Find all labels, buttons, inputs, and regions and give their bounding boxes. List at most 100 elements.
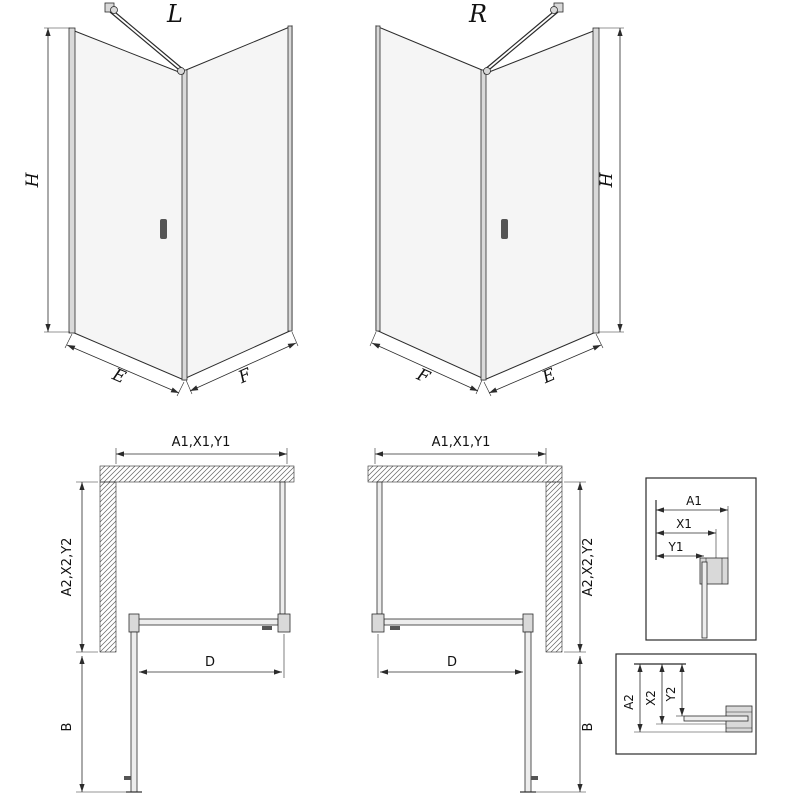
hatch-line — [99, 495, 117, 513]
hatch-line — [441, 465, 459, 483]
wall-section-side — [545, 481, 563, 653]
side-glass-panel — [185, 25, 293, 379]
arrowhead — [538, 451, 546, 457]
ext-line — [64, 333, 73, 349]
hatch-line — [446, 465, 464, 483]
hatch-line — [99, 600, 117, 618]
hatch-line — [545, 545, 563, 563]
hatch-line — [391, 465, 409, 483]
hatch-line — [248, 465, 266, 483]
hatch-line — [545, 635, 563, 653]
arrowhead — [79, 784, 85, 792]
hatch-line — [545, 485, 563, 503]
3d-view-left: H E F L — [23, 0, 299, 397]
arrowhead — [637, 724, 643, 732]
hatch-line — [99, 565, 117, 583]
hatch-line — [456, 465, 474, 483]
door-handle-plan — [390, 626, 400, 630]
arrowhead — [45, 28, 51, 36]
hatch-line — [491, 465, 509, 483]
hatch-line — [551, 471, 563, 483]
arrowhead — [617, 28, 623, 36]
hatch-line — [545, 600, 563, 618]
hatch-line — [401, 465, 419, 483]
arrowhead — [170, 387, 179, 393]
hatch-line — [545, 520, 563, 538]
side-panel-plan — [376, 481, 383, 615]
hatch-line — [153, 465, 171, 483]
ext-line — [185, 379, 193, 395]
hatch-line — [288, 476, 295, 483]
hatch-line — [99, 615, 117, 633]
glass-section — [701, 561, 708, 639]
arrowhead — [577, 644, 583, 652]
plan-view-right: A1,X1,Y1 A2,X2,Y2 D B — [367, 435, 596, 793]
hatch-line — [99, 605, 117, 623]
door-open-plan — [130, 631, 138, 793]
hatch-line — [263, 465, 281, 483]
hatch-line — [99, 620, 117, 638]
hatch-line — [545, 630, 563, 648]
hatch-line — [173, 465, 191, 483]
door-glass-panel — [483, 29, 597, 381]
hatch-line — [198, 465, 216, 483]
hatch-line — [431, 465, 449, 483]
support-bar-joint — [483, 67, 491, 75]
hatch-line — [99, 500, 117, 518]
hatch-line — [183, 465, 201, 483]
hatch-line — [545, 610, 563, 628]
support-bar-joint — [177, 67, 185, 75]
hatch-line — [193, 465, 211, 483]
dim-label-width-combo: A1,X1,Y1 — [432, 435, 491, 450]
hatch-line — [545, 570, 563, 588]
hatch-line — [99, 610, 117, 628]
hatch-line — [546, 466, 563, 483]
hatch-line — [545, 515, 563, 533]
hatch-line — [381, 465, 399, 483]
arrowhead — [190, 385, 199, 391]
wall-profile-left — [375, 25, 381, 332]
arrowhead — [139, 669, 147, 675]
hatch-line — [545, 625, 563, 643]
arrowhead — [287, 343, 296, 349]
hatch-line — [163, 465, 181, 483]
arrowhead — [45, 324, 51, 332]
dim-line-door-width — [66, 344, 180, 394]
hatch-line — [99, 635, 117, 653]
glass-section — [683, 715, 749, 722]
hatch-line — [386, 465, 404, 483]
hatch-line — [451, 465, 469, 483]
door-handle-plan — [262, 626, 272, 630]
hatch-line — [426, 465, 444, 483]
hatch-line — [99, 575, 117, 593]
hatch-line — [545, 481, 552, 488]
dim-line-side-width — [189, 342, 297, 392]
hatch-line — [545, 590, 563, 608]
hatch-line — [411, 465, 429, 483]
wall-section-side — [99, 481, 117, 653]
hatch-line — [545, 565, 563, 583]
hatch-line — [128, 465, 146, 483]
door-handle — [501, 219, 508, 239]
arrowhead — [577, 656, 583, 664]
hatch-line — [188, 465, 206, 483]
hatch-line — [104, 640, 117, 653]
hatch-line — [545, 490, 563, 508]
arrowhead — [116, 451, 124, 457]
hatch-line — [258, 465, 276, 483]
wall-profile-left — [68, 27, 76, 334]
hatch-line — [99, 515, 117, 533]
hatch-line — [545, 620, 563, 638]
ext-line — [483, 381, 492, 397]
support-bar — [483, 7, 559, 71]
hatch-line — [545, 481, 557, 493]
hatch-line — [168, 465, 186, 483]
hatch-line — [545, 510, 563, 528]
dim-label-side-width: F — [235, 364, 256, 388]
hatch-line — [148, 465, 166, 483]
wall-section-top — [367, 465, 563, 483]
hatch-line — [158, 465, 176, 483]
arrowhead — [67, 345, 76, 351]
hatch-line — [223, 465, 241, 483]
door-open-plan — [524, 631, 532, 793]
